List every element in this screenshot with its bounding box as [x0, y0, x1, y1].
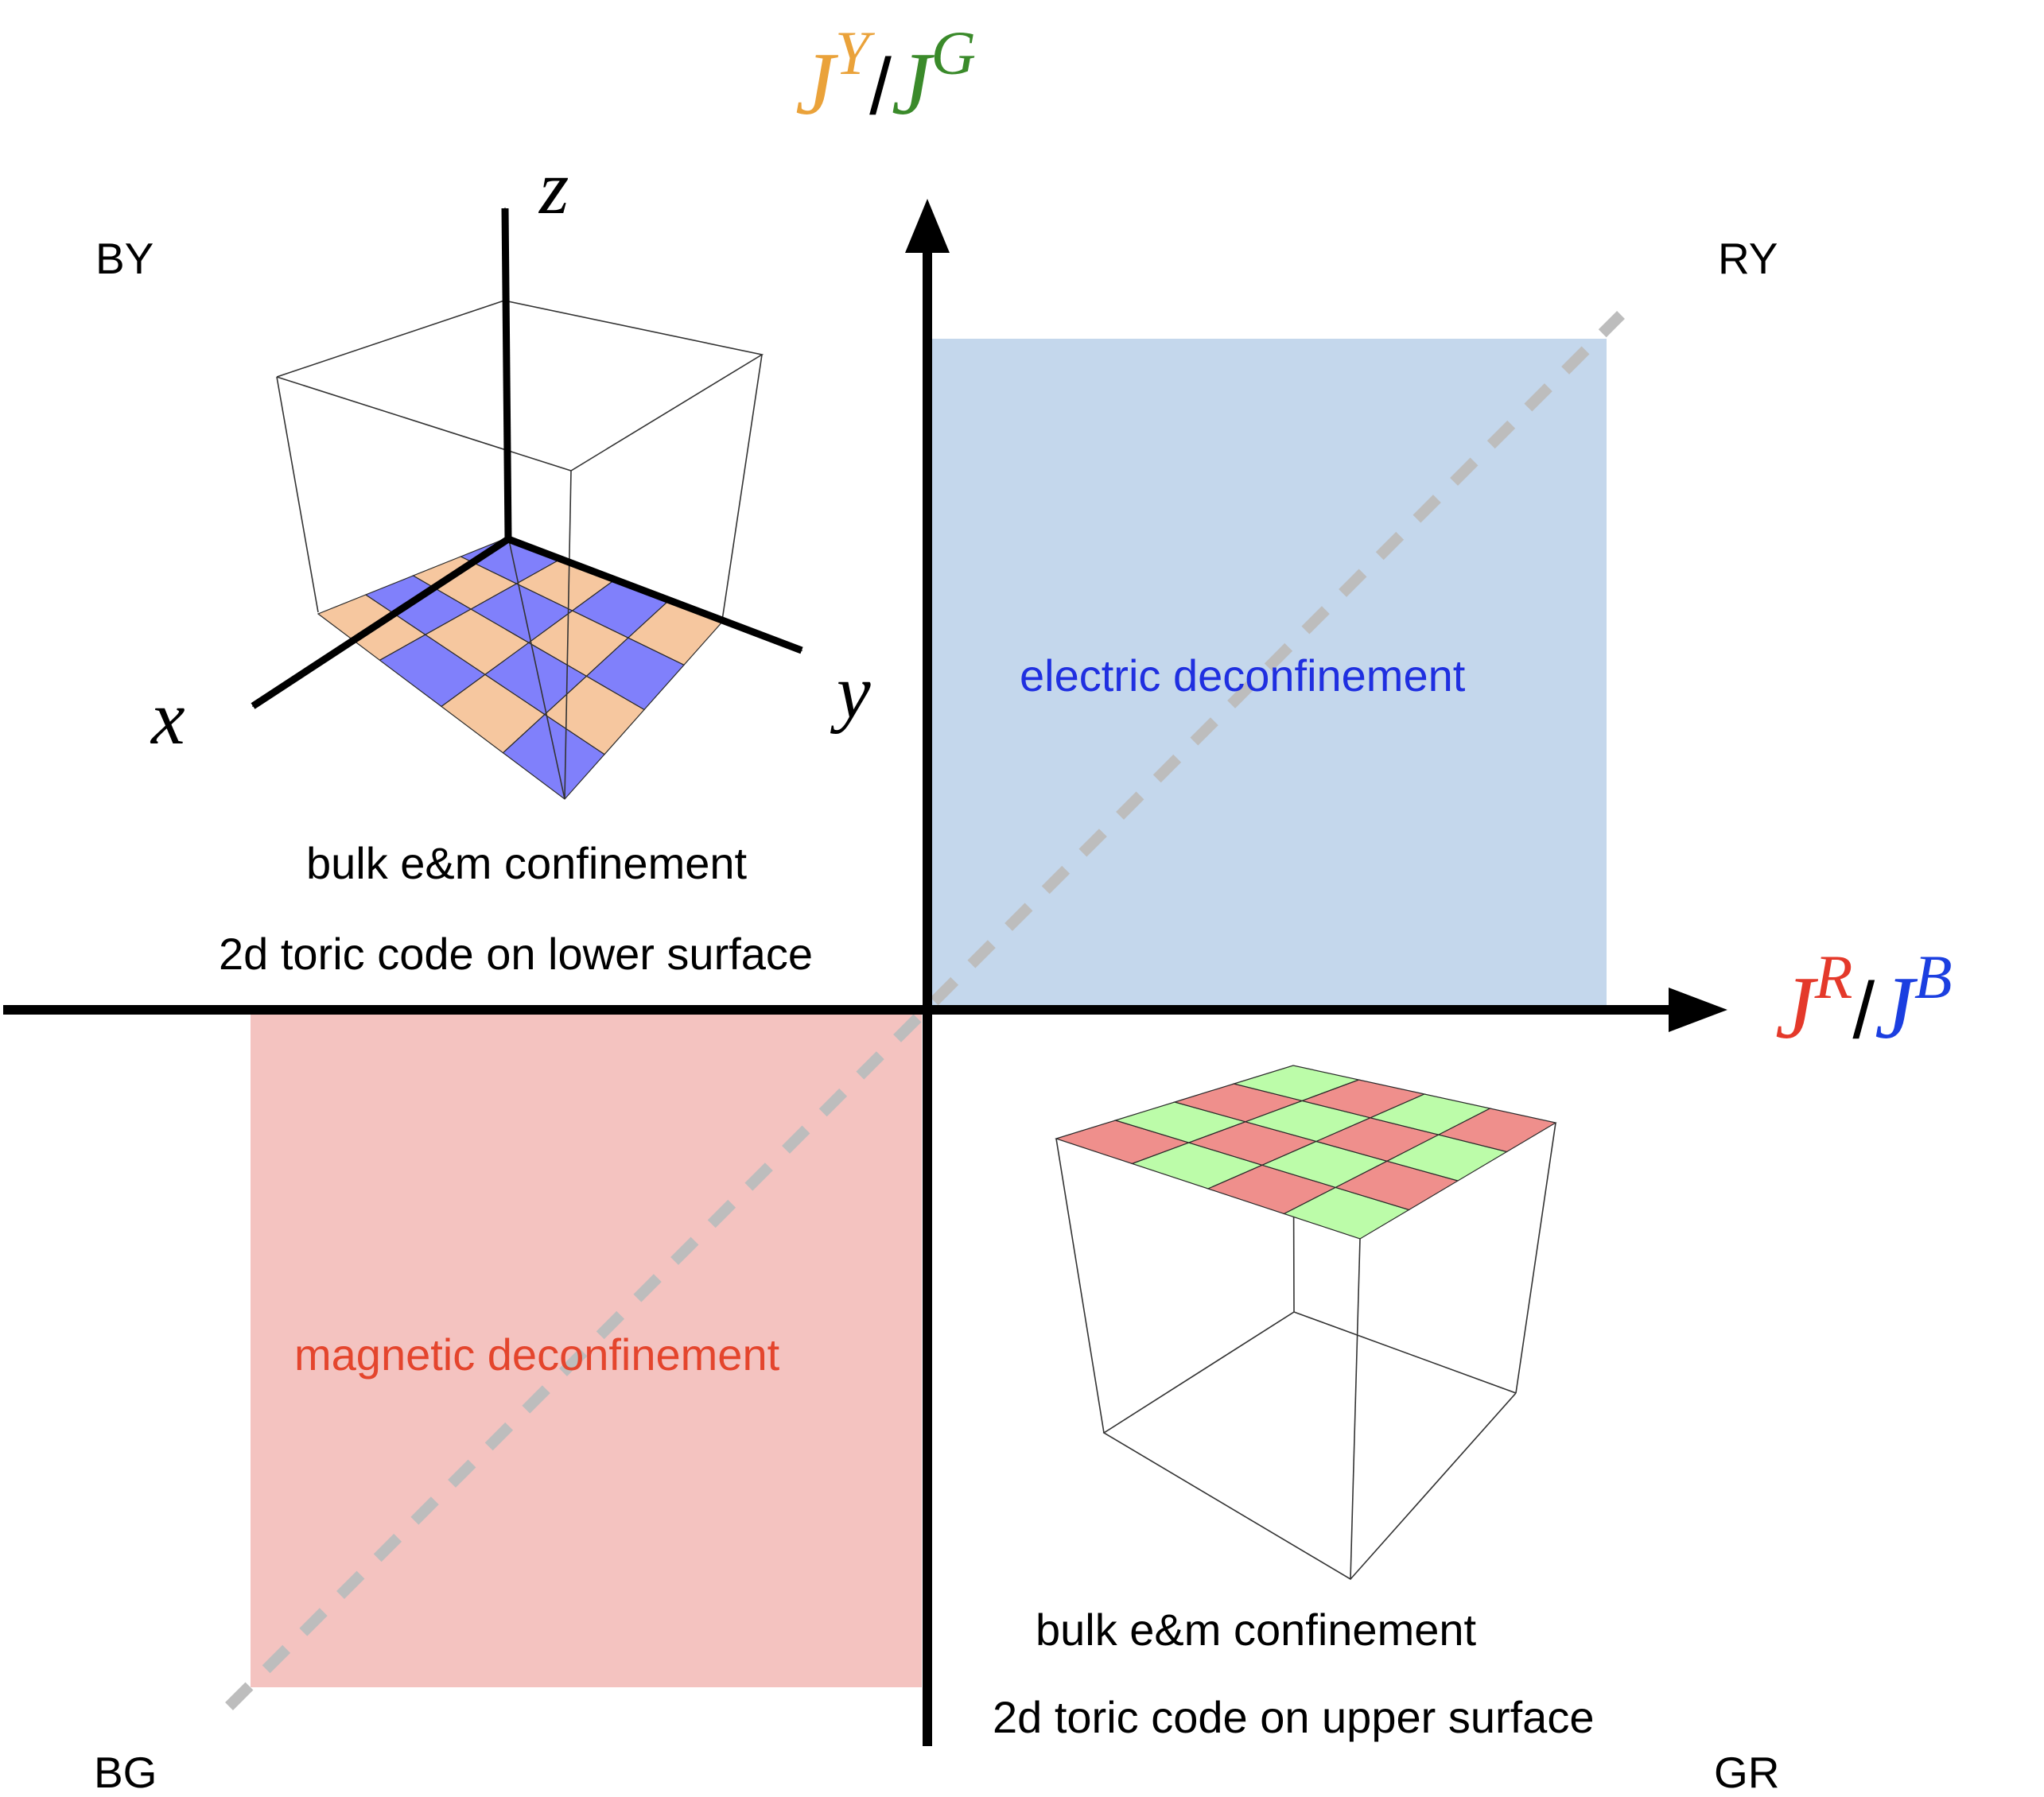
corner-label-top-left: BY: [95, 234, 154, 283]
vertical-axis-label: JY/JG: [795, 22, 976, 131]
lower-surface-cube-inset: [251, 207, 803, 800]
lower-cube-wireframe: [276, 300, 764, 800]
checker-tile: [1437, 1108, 1557, 1153]
horizontal-axis-denominator: J: [1875, 959, 1914, 1058]
horizontal-axis-denominator-superscript: B: [1914, 942, 1953, 1011]
inset-x-axis: [251, 536, 511, 709]
vertical-axis-numerator-superscript: Y: [834, 18, 870, 87]
lower-surface-checkerboard: [317, 537, 725, 800]
electric-deconfinement-label: electric deconfinement: [1020, 650, 1466, 701]
magnetic-deconfinement-label: magnetic deconfinement: [294, 1329, 780, 1380]
corner-label-bottom-left: BG: [94, 1748, 157, 1797]
vertical-axis-denominator: J: [891, 35, 931, 134]
inset-x-label: x: [151, 675, 185, 760]
horizontal-axis-slash: /: [1852, 966, 1875, 1055]
corner-label-bottom-right: GR: [1714, 1748, 1780, 1797]
horizontal-axis-numerator: J: [1775, 959, 1815, 1058]
vertical-axis-numerator: J: [795, 35, 835, 134]
inset-y-axis: [507, 535, 803, 654]
lower-right-phase-line2: 2d toric code on upper surface: [993, 1692, 1595, 1742]
upper-left-phase-line1: bulk e&m confinement: [306, 838, 748, 888]
inset-z-label: z: [539, 145, 569, 230]
inset-z-axis: [501, 207, 512, 540]
horizontal-axis: [3, 988, 1727, 1032]
vertical-axis: [905, 199, 950, 1746]
lower-right-phase-line1: bulk e&m confinement: [1036, 1605, 1477, 1655]
electric-deconfinement-region: [932, 339, 1607, 1007]
magnetic-deconfinement-region: [251, 1011, 922, 1687]
horizontal-axis-label: JR/JB: [1775, 946, 1953, 1055]
corner-label-top-right: RY: [1718, 234, 1778, 283]
upper-surface-cube-inset: [1055, 1065, 1557, 1581]
self-dual-diagonal-line: [225, 311, 1625, 1710]
vertical-axis-denominator-superscript: G: [931, 18, 976, 87]
inset-y-label: y: [837, 649, 871, 734]
upper-left-phase-line2: 2d toric code on lower surface: [219, 929, 814, 979]
vertical-axis-slash: /: [869, 42, 892, 131]
horizontal-axis-numerator-superscript: R: [1814, 942, 1853, 1011]
upper-surface-checkerboard: [1055, 1065, 1557, 1240]
